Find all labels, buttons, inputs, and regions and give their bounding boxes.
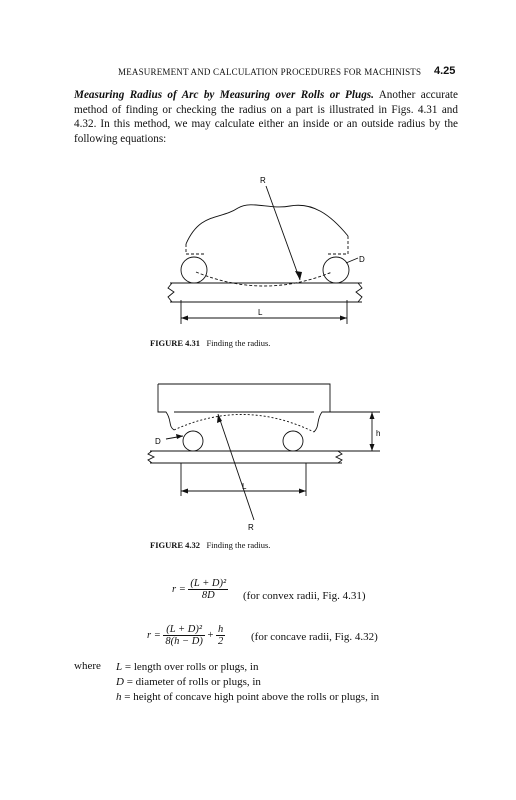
where-label: where xyxy=(74,660,101,672)
figure-4-31-caption: FIGURE 4.31 Finding the radius. xyxy=(150,338,270,348)
definition-L: L = length over rolls or plugs, in xyxy=(116,660,379,675)
figure-4-31-label-R: R xyxy=(260,176,266,185)
figure-4-32-caption-text: Finding the radius. xyxy=(206,540,271,550)
equation-convex-lhs: r = xyxy=(172,584,186,595)
figure-4-32-label-D: D xyxy=(155,437,161,446)
running-header-title: MEASUREMENT AND CALCULATION PROCEDURES F… xyxy=(118,67,422,77)
equation-convex-note: (for convex radii, Fig. 4.31) xyxy=(243,590,366,602)
page-number: 4.25 xyxy=(434,65,456,77)
equation-convex-numerator: (L + D)² xyxy=(188,578,229,590)
definition-h: h = height of concave high point above t… xyxy=(116,690,379,705)
equation-convex-denominator: 8D xyxy=(201,590,215,601)
equation-concave-numerator: (L + D)² xyxy=(163,624,205,636)
equation-concave-numerator-2: h xyxy=(216,624,226,636)
definition-L-text: = length over rolls or plugs, in xyxy=(124,661,259,673)
equation-concave-plus: + xyxy=(207,630,214,641)
figure-4-32-number: FIGURE 4.32 xyxy=(150,540,201,550)
figure-4-31-number: FIGURE 4.31 xyxy=(150,338,201,348)
equation-concave: r = (L + D)² 8(h − D) + h 2 xyxy=(147,624,226,647)
definition-h-text: = height of concave high point above the… xyxy=(124,691,380,703)
figure-4-32-caption: FIGURE 4.32 Finding the radius. xyxy=(150,540,270,550)
figure-4-31-label-L: L xyxy=(258,308,263,317)
definition-D-symbol: D xyxy=(116,676,124,688)
figure-4-32-label-R: R xyxy=(248,523,254,532)
definition-D-text: = diameter of rolls or plugs, in xyxy=(126,676,261,688)
equation-concave-fraction-1: (L + D)² 8(h − D) xyxy=(163,624,205,647)
equation-concave-denominator-2: 2 xyxy=(218,636,224,647)
section-heading: Measuring Radius of Arc by Measuring ove… xyxy=(74,89,374,101)
equation-concave-lhs: r = xyxy=(147,630,161,641)
section-paragraph: Measuring Radius of Arc by Measuring ove… xyxy=(74,88,458,146)
figure-4-31-label-D: D xyxy=(359,255,365,264)
equation-concave-denominator: 8(h − D) xyxy=(165,636,203,647)
equation-convex: r = (L + D)² 8D xyxy=(172,578,229,601)
figure-4-31-caption-text: Finding the radius. xyxy=(206,338,271,348)
figure-4-32-label-L: L xyxy=(242,482,247,491)
equation-concave-note: (for concave radii, Fig. 4.32) xyxy=(251,631,378,643)
definition-L-symbol: L xyxy=(116,661,123,673)
equation-concave-fraction-2: h 2 xyxy=(216,624,226,647)
equation-convex-fraction: (L + D)² 8D xyxy=(188,578,229,601)
figure-4-32-label-h: h xyxy=(376,429,380,438)
definitions-list: L = length over rolls or plugs, in D = d… xyxy=(116,660,379,705)
section-body: Another accurate method of finding or ch… xyxy=(74,89,458,145)
definition-D: D = diameter of rolls or plugs, in xyxy=(116,675,379,690)
definition-h-symbol: h xyxy=(116,691,122,703)
